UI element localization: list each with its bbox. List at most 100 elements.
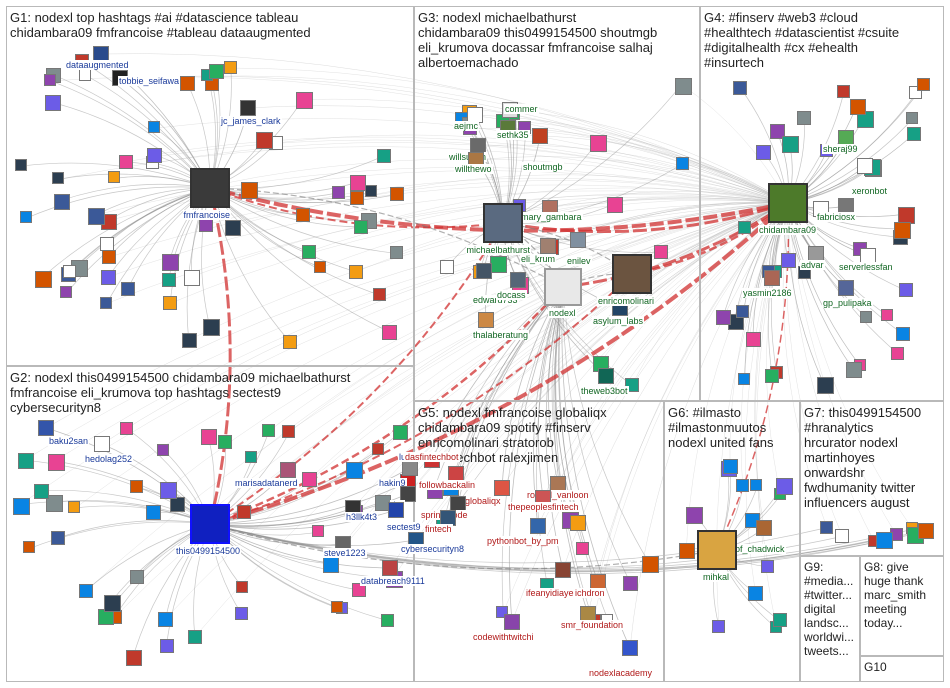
node-avatar[interactable]	[381, 613, 394, 627]
node-avatar[interactable]	[68, 500, 81, 513]
node-avatar[interactable]	[331, 601, 344, 614]
node-avatar[interactable]	[838, 280, 854, 296]
node-avatar[interactable]	[146, 505, 162, 521]
node-avatar[interactable]	[313, 260, 326, 273]
node-avatar[interactable]	[184, 269, 201, 286]
node-avatar[interactable]	[332, 185, 346, 199]
node-avatar[interactable]	[623, 576, 639, 592]
node-avatar[interactable]	[79, 583, 93, 598]
node-avatar[interactable]	[736, 305, 750, 319]
node-avatar[interactable]	[35, 270, 53, 288]
node-avatar[interactable]	[857, 158, 873, 174]
node-avatar[interactable]	[280, 462, 296, 478]
node-avatar[interactable]	[402, 460, 418, 476]
node-avatar[interactable]	[745, 332, 761, 348]
node-avatar[interactable]	[20, 210, 33, 223]
node-avatar[interactable]	[654, 245, 669, 260]
node-avatar[interactable]	[764, 270, 780, 286]
node-avatar[interactable]	[162, 254, 180, 272]
node-avatar[interactable]	[301, 244, 316, 259]
node-avatar[interactable]	[675, 156, 689, 170]
hub-avatar-fmfrancoise[interactable]	[190, 168, 230, 208]
node-avatar[interactable]	[674, 77, 692, 95]
node-avatar[interactable]	[532, 128, 548, 144]
node-avatar[interactable]	[846, 362, 863, 379]
node-avatar[interactable]	[100, 270, 116, 286]
node-avatar[interactable]	[236, 580, 249, 593]
node-avatar[interactable]	[241, 182, 259, 200]
node-avatar[interactable]	[282, 425, 296, 439]
node-avatar[interactable]	[157, 443, 170, 456]
node-avatar[interactable]	[905, 111, 918, 124]
node-avatar[interactable]	[126, 649, 143, 666]
node-avatar[interactable]	[181, 333, 197, 349]
node-avatar[interactable]	[79, 68, 92, 81]
node-avatar[interactable]	[38, 420, 54, 436]
node-avatar[interactable]	[245, 450, 258, 463]
node-avatar[interactable]	[187, 629, 202, 644]
node-avatar[interactable]	[797, 111, 812, 126]
node-avatar[interactable]	[160, 481, 178, 499]
node-avatar[interactable]	[756, 144, 772, 160]
node-avatar[interactable]	[201, 429, 217, 446]
node-avatar[interactable]	[88, 208, 106, 226]
node-avatar[interactable]	[223, 61, 237, 75]
node-avatar[interactable]	[875, 531, 893, 549]
hub-avatar-chidambara09[interactable]	[768, 183, 808, 223]
node-avatar[interactable]	[23, 541, 36, 554]
node-avatar[interactable]	[12, 497, 30, 515]
node-avatar[interactable]	[590, 135, 608, 153]
node-avatar[interactable]	[146, 147, 162, 163]
hub-avatar-nodexl[interactable]	[544, 268, 582, 306]
node-avatar[interactable]	[685, 506, 703, 524]
node-avatar[interactable]	[575, 541, 589, 555]
node-avatar[interactable]	[120, 422, 134, 435]
node-avatar[interactable]	[295, 92, 313, 110]
hub-avatar-enricomolinari[interactable]	[612, 254, 652, 294]
node-avatar[interactable]	[530, 518, 546, 534]
node-avatar[interactable]	[390, 187, 405, 202]
node-avatar[interactable]	[237, 504, 252, 519]
node-avatar[interactable]	[163, 296, 178, 311]
node-avatar[interactable]	[101, 250, 116, 265]
node-avatar[interactable]	[53, 193, 70, 210]
node-avatar[interactable]	[129, 480, 143, 494]
node-avatar[interactable]	[256, 132, 274, 150]
node-avatar[interactable]	[735, 478, 749, 492]
node-avatar[interactable]	[738, 221, 752, 235]
node-avatar[interactable]	[478, 312, 494, 328]
node-avatar[interactable]	[782, 135, 800, 153]
node-avatar[interactable]	[769, 123, 785, 139]
node-avatar[interactable]	[349, 191, 364, 206]
node-avatar[interactable]	[345, 462, 363, 480]
node-avatar[interactable]	[555, 562, 571, 578]
node-avatar[interactable]	[390, 246, 404, 260]
node-avatar[interactable]	[59, 285, 72, 298]
node-avatar[interactable]	[679, 542, 696, 559]
node-avatar[interactable]	[365, 185, 378, 198]
node-avatar[interactable]	[393, 425, 409, 441]
node-avatar[interactable]	[510, 272, 526, 288]
node-avatar[interactable]	[312, 524, 325, 537]
node-avatar[interactable]	[880, 308, 893, 321]
node-avatar[interactable]	[208, 64, 224, 80]
node-avatar[interactable]	[94, 436, 110, 452]
node-avatar[interactable]	[224, 219, 241, 236]
node-avatar[interactable]	[819, 520, 833, 534]
node-avatar[interactable]	[180, 76, 196, 92]
node-avatar[interactable]	[323, 556, 340, 573]
node-avatar[interactable]	[14, 159, 27, 172]
node-avatar[interactable]	[504, 614, 520, 630]
node-avatar[interactable]	[158, 611, 174, 627]
node-avatar[interactable]	[103, 595, 121, 613]
node-avatar[interactable]	[302, 472, 318, 488]
node-avatar[interactable]	[352, 583, 367, 598]
node-avatar[interactable]	[490, 256, 508, 274]
node-avatar[interactable]	[598, 368, 614, 384]
node-avatar[interactable]	[894, 221, 912, 239]
node-avatar[interactable]	[353, 219, 368, 234]
node-avatar[interactable]	[750, 479, 763, 492]
node-avatar[interactable]	[607, 196, 624, 213]
node-avatar[interactable]	[761, 559, 775, 573]
node-avatar[interactable]	[350, 175, 367, 192]
